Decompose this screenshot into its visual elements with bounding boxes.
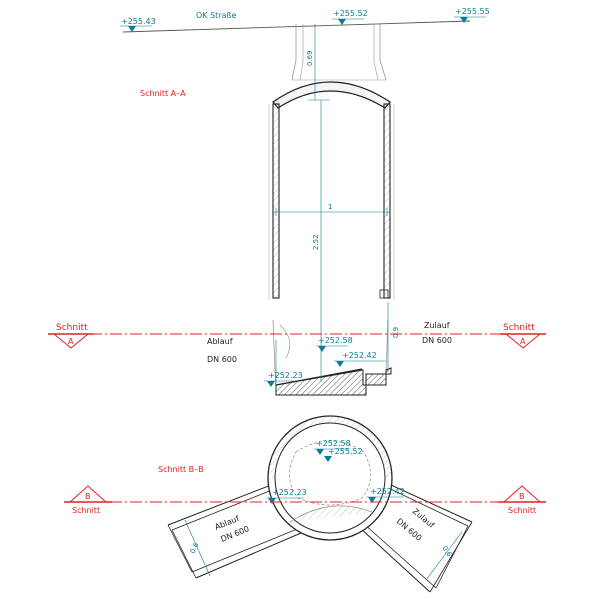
elev-b-left: +252.23	[266, 488, 307, 504]
elev-outlet-label: +252.23	[268, 371, 303, 380]
elevation-triangle-icon	[128, 26, 136, 32]
outlet-pipe-plan	[167, 479, 309, 579]
cut-marker-letter: A	[520, 337, 526, 346]
ground-line	[122, 20, 471, 33]
shaft-cone	[272, 81, 391, 109]
outlet-pipe-curve	[279, 324, 291, 359]
cut-line-b: B Schnitt B Schnitt	[64, 485, 546, 515]
cut-marker-a-right: Schnitt A	[500, 323, 546, 349]
elevation-triangle-icon	[338, 19, 346, 25]
outlet-dn-label: DN 600	[207, 355, 237, 364]
elev-inlet-label: +252.42	[342, 351, 377, 360]
cut-marker-word: Schnitt	[503, 323, 535, 333]
elevation-triangle-icon	[267, 381, 275, 387]
elev-outlet: +252.23	[264, 371, 303, 387]
dim-inlet-label: 0.9	[392, 327, 400, 338]
elev-b-right-label: +252.42	[370, 487, 405, 496]
shaft-lower-right	[385, 319, 389, 373]
cut-marker-letter: B	[519, 492, 525, 501]
cut-marker-letter: B	[85, 492, 91, 501]
ground-label: OK Straße	[196, 11, 237, 20]
elevation-right-label: +255.55	[455, 7, 490, 16]
elevation-triangle-icon	[268, 498, 276, 504]
elevation-center-label: +255.52	[333, 9, 368, 18]
dim-inlet: 0.9	[387, 302, 400, 372]
inlet-label: Zulauf	[424, 321, 450, 330]
dim-height-label: 2.52	[312, 234, 320, 250]
shaft-wall-right	[383, 103, 391, 299]
inlet-pipe-plan	[359, 479, 473, 593]
elevation-triangle-icon	[368, 497, 376, 503]
cut-marker-triangle-icon	[504, 333, 542, 349]
cut-line-a: Schnitt A Schnitt A	[48, 323, 546, 349]
dim-cone: 0.69	[306, 24, 330, 101]
elev-top2: +255.52	[324, 447, 363, 462]
ground-line-group: OK Straße +255.43 +255.52 +255.55	[120, 7, 490, 33]
elev-marker-center: +255.52	[332, 9, 368, 25]
elev-marker-right: +255.55	[454, 7, 490, 23]
shaft-ring-hatch	[268, 416, 392, 478]
section-b-title: Schnitt B–B	[158, 465, 204, 474]
elevation-left-label: +255.43	[121, 17, 156, 26]
shaft-base-slab	[275, 367, 392, 396]
cut-marker-triangle-icon	[52, 333, 90, 349]
dim-cone-label: 0.69	[306, 50, 314, 66]
section-a-drawing: Schnitt A–A 0.69 2.52	[140, 24, 452, 396]
inlet-dn-label: DN 600	[422, 336, 452, 345]
dim-width-label: 1	[328, 203, 332, 211]
chimney-inner	[299, 24, 379, 81]
inner-channel-bottom	[289, 505, 373, 523]
elev-b-top2-label: +255.52	[328, 447, 363, 456]
elev-b-top1-label: +252.58	[316, 439, 351, 448]
elev-b-left-label: +252.23	[272, 488, 307, 497]
elev-floor-top-label: +252.58	[318, 336, 353, 345]
shaft-wall-left	[272, 103, 280, 299]
cut-marker-b-right: B Schnitt	[498, 485, 546, 515]
elev-top1: +252.58	[314, 439, 351, 455]
outlet-label: Ablauf	[207, 337, 233, 346]
elevation-triangle-icon	[316, 449, 324, 455]
elev-b-right: +252.42	[366, 487, 405, 503]
cut-marker-b-left: B Schnitt	[64, 485, 112, 515]
elevation-triangle-icon	[460, 17, 468, 23]
cut-marker-a-left: Schnitt A	[48, 323, 94, 349]
inner-channel-outline	[289, 440, 371, 506]
dim-height: 2.52	[312, 100, 322, 382]
elevation-triangle-icon	[336, 361, 344, 367]
chimney-outline	[291, 24, 387, 81]
cut-marker-word: Schnitt	[56, 323, 88, 333]
section-b-drawing: Schnitt B–B	[158, 415, 473, 593]
cut-marker-letter: A	[68, 337, 74, 346]
elev-marker-left: +255.43	[120, 17, 156, 32]
dim-b-left-label: 0.6	[189, 541, 201, 555]
elev-floor-top: +252.58	[316, 336, 353, 352]
shaft-lower-left	[272, 319, 277, 396]
inlet-b-label: Zulauf	[411, 507, 437, 530]
cut-marker-triangle-icon	[502, 485, 542, 503]
elev-inlet: +252.42	[334, 351, 386, 367]
elevation-triangle-icon	[324, 456, 332, 462]
cut-marker-triangle-icon	[68, 485, 108, 503]
cut-marker-word: Schnitt	[72, 506, 100, 515]
cut-marker-word: Schnitt	[508, 506, 536, 515]
elevation-triangle-icon	[318, 346, 326, 352]
section-a-title: Schnitt A–A	[140, 89, 186, 98]
dim-width: 1	[273, 203, 390, 216]
